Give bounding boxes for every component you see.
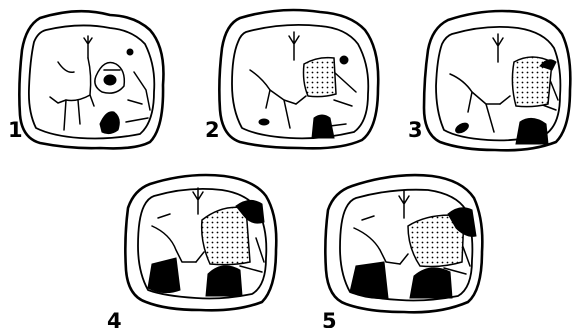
lesion-black-small [127,49,133,55]
tooth-2: 2 [205,10,378,148]
label-5: 5 [322,309,337,328]
lesion-black [350,262,388,298]
lesion-black [104,75,116,85]
lesion-black-small [340,56,348,64]
tooth-3: 3 [408,11,570,150]
tooth-1: 1 [8,11,163,148]
lesion-black [516,118,548,144]
label-3: 3 [408,118,423,142]
lesion-dotted [304,58,337,97]
lesion-dotted [202,207,250,264]
label-4: 4 [107,309,122,328]
tooth-5: 5 [322,175,482,328]
tooth-4: 4 [107,175,276,328]
label-1: 1 [8,118,23,142]
lesion-black [259,119,269,125]
label-2: 2 [205,118,220,142]
